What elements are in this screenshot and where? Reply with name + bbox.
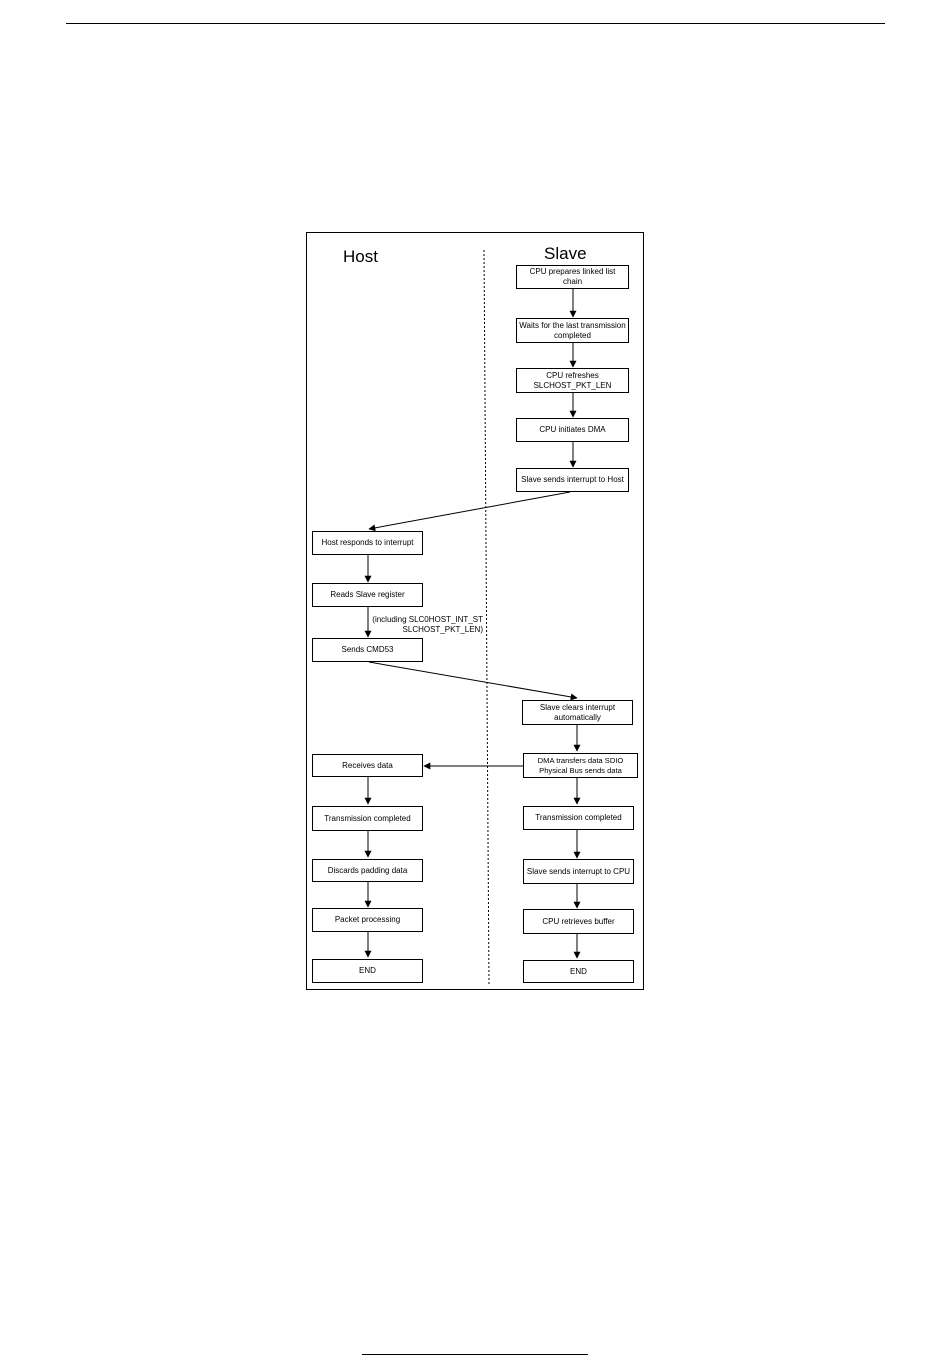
step-initiate-dma: CPU initiates DMA <box>516 418 629 442</box>
diagram-frame <box>306 232 644 990</box>
host-lane-title: Host <box>343 247 378 266</box>
step-read-register: Reads Slave register <box>312 583 423 607</box>
step-interrupt-cpu: Slave sends interrupt to CPU <box>523 859 634 884</box>
step-host-transmission-completed: Transmission completed <box>312 806 423 831</box>
register-note: (including SLC0HOST_INT_ST SLCHOST_PKT_L… <box>372 615 483 635</box>
step-clear-interrupt: Slave clears interrupt automatically <box>522 700 633 725</box>
step-wait-last: Waits for the last transmission complete… <box>516 318 629 343</box>
step-packet-processing: Packet processing <box>312 908 423 932</box>
step-receive-data: Receives data <box>312 754 423 777</box>
header-rule <box>66 23 885 24</box>
arrow-cmd53-to-slave <box>368 661 578 701</box>
register-note-line-1: (including SLC0HOST_INT_ST <box>372 615 483 624</box>
lane-divider <box>483 249 490 985</box>
step-discard-padding: Discards padding data <box>312 859 423 882</box>
step-send-cmd53: Sends CMD53 <box>312 638 423 662</box>
step-slave-transmission-completed: Transmission completed <box>523 806 634 830</box>
footer-rule <box>362 1354 588 1355</box>
slave-lane-title: Slave <box>544 244 587 263</box>
step-retrieve-buffer: CPU retrieves buffer <box>523 909 634 934</box>
step-host-respond: Host responds to interrupt <box>312 531 423 555</box>
step-refresh-len: CPU refreshes SLCHOST_PKT_LEN <box>516 368 629 393</box>
slave-end: END <box>523 960 634 983</box>
step-dma-transfer: DMA transfers data SDIO Physical Bus sen… <box>523 753 638 778</box>
register-note-line-2: SLCHOST_PKT_LEN) <box>402 625 483 634</box>
host-end: END <box>312 959 423 983</box>
step-interrupt-host: Slave sends interrupt to Host <box>516 468 629 492</box>
arrow-interrupt-to-host <box>368 491 571 532</box>
step-prepare-list: CPU prepares linked list chain <box>516 265 629 289</box>
